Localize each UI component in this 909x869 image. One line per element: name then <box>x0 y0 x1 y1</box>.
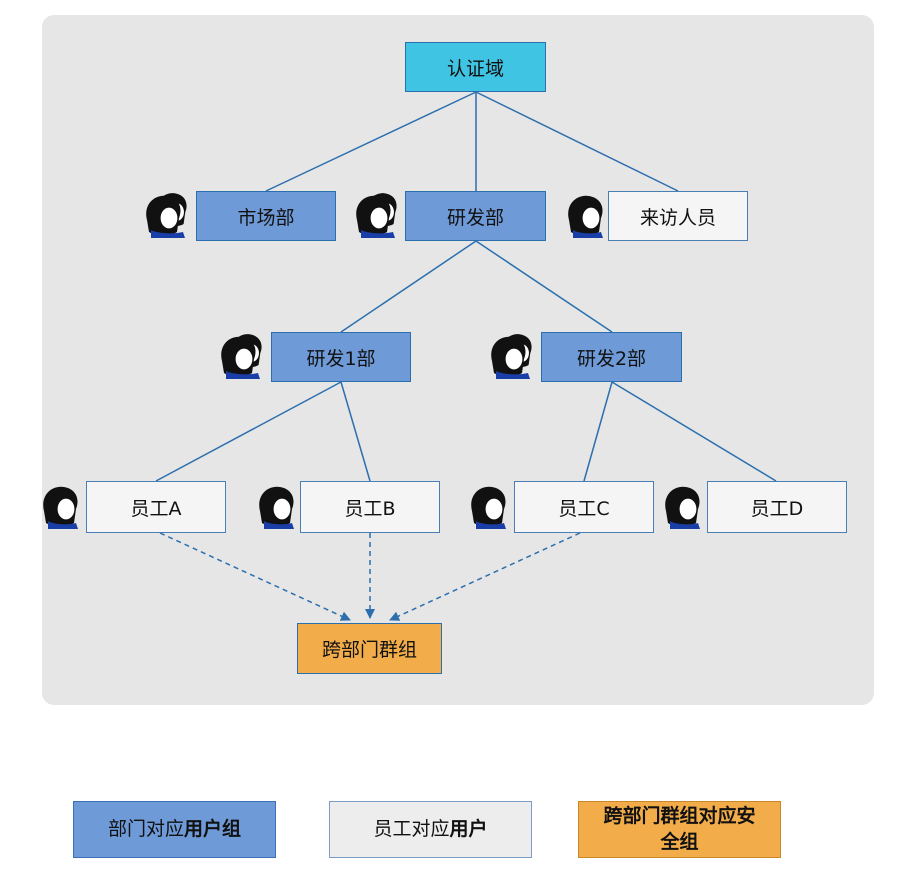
person-avatar-icon <box>664 486 701 529</box>
legend-security-group-text: 跨部门群组对应安 全组 <box>603 804 756 853</box>
edge-root-visitor <box>475 91 679 192</box>
legend-user-text: 员工对应用户 <box>373 817 488 840</box>
visitor-node: 来访人员 <box>608 191 748 241</box>
group-avatar-icon <box>355 192 398 238</box>
legend-user-group-text: 部门对应用户组 <box>107 817 242 840</box>
legend-security-group: 跨部门群组对应安 全组 <box>578 801 781 858</box>
dashed-a-cross <box>159 532 351 621</box>
person-avatar-icon <box>470 486 507 529</box>
edge-rnd1-b <box>340 381 371 482</box>
employee-node-a: 员工A <box>86 481 226 533</box>
group-avatar-icon <box>145 192 188 238</box>
edge-rnd2-c <box>583 381 613 482</box>
edge-rnd-rnd2 <box>475 240 613 333</box>
group-avatar-icon <box>220 333 263 379</box>
subdept-node-rnd2: 研发2部 <box>541 332 682 382</box>
dashed-c-cross <box>389 532 581 621</box>
employee-node-d: 员工D <box>707 481 847 533</box>
edge-rnd2-d <box>611 381 777 482</box>
cross-dept-group-node: 跨部门群组 <box>297 623 442 674</box>
root-node-auth-domain: 认证域 <box>405 42 546 92</box>
dept-node-market: 市场部 <box>196 191 336 241</box>
person-avatar-icon <box>567 195 604 238</box>
legend-user-group: 部门对应用户组 <box>73 801 276 858</box>
person-avatar-icon <box>258 486 295 529</box>
dept-node-rnd: 研发部 <box>405 191 546 241</box>
edge-rnd-rnd1 <box>340 240 477 333</box>
employee-node-b: 员工B <box>300 481 440 533</box>
employee-node-c: 员工C <box>514 481 654 533</box>
group-avatar-icon <box>490 333 533 379</box>
edge-rnd1-a <box>155 381 342 482</box>
person-avatar-icon <box>42 486 79 529</box>
diagram-panel <box>42 15 874 705</box>
subdept-node-rnd1: 研发1部 <box>271 332 411 382</box>
edge-root-market <box>265 91 477 192</box>
legend-user: 员工对应用户 <box>329 801 532 858</box>
